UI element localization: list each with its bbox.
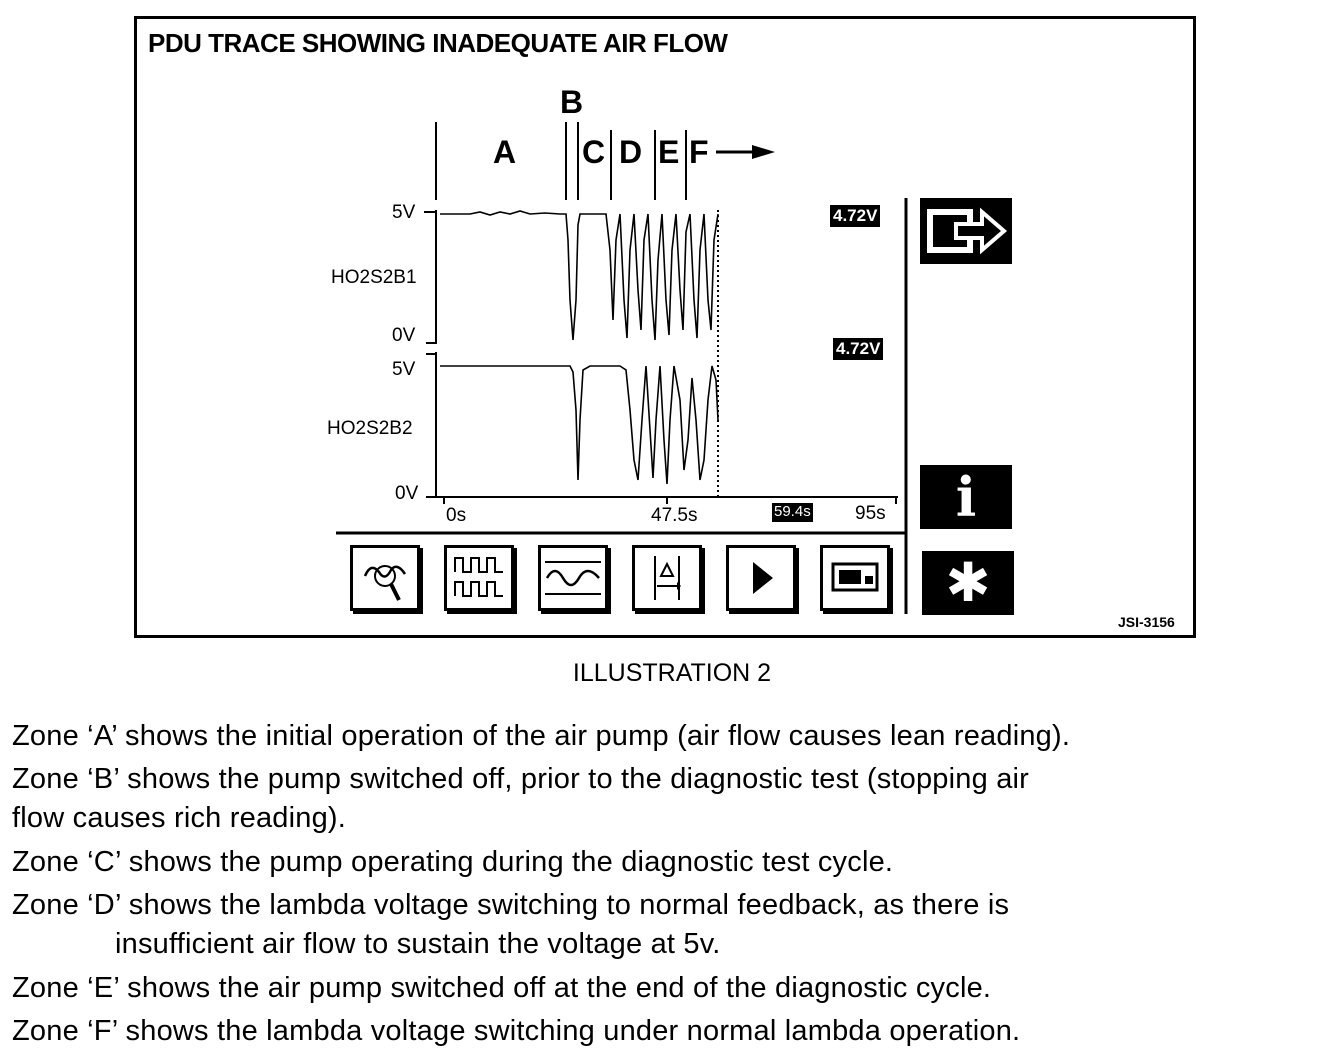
pdu-screen-frame: [134, 16, 1196, 638]
zone-label-b: B: [560, 84, 584, 120]
zone-d-description-cont: insufficient air flow to sustain the vol…: [115, 928, 721, 960]
ch1-bottom-label: 0V: [392, 325, 416, 346]
info-icon[interactable]: i: [920, 465, 1012, 529]
channel2-axis: [426, 352, 898, 504]
ch2-name-label: HO2S2B2: [327, 418, 413, 439]
play-icon[interactable]: [726, 545, 796, 611]
zone-d-description: Zone ‘D’ shows the lambda voltage switch…: [12, 889, 1010, 921]
ch1-readout: 4.72V: [830, 205, 881, 227]
figure-title: PDU TRACE SHOWING INADEQUATE AIR FLOW: [148, 28, 728, 58]
probe-icon[interactable]: [350, 545, 420, 611]
zone-label-e: E: [658, 134, 680, 170]
ch1-top-label: 5V: [392, 202, 416, 223]
zone-a-description: Zone ‘A’ shows the initial operation of …: [12, 720, 1071, 752]
ch1-name-label: HO2S2B1: [331, 267, 417, 288]
exit-icon[interactable]: [920, 198, 1012, 264]
dual-trace-icon[interactable]: [444, 545, 514, 611]
zone-c-description: Zone ‘C’ shows the pump operating during…: [12, 846, 894, 878]
zone-label-c: C: [582, 134, 606, 170]
direction-arrow-icon: [716, 145, 775, 159]
single-trace-icon[interactable]: [538, 545, 608, 611]
zone-label-a: A: [493, 134, 517, 170]
asterisk-icon[interactable]: ✱: [922, 551, 1014, 615]
time-cursor-readout: 59.4s: [772, 503, 813, 522]
display-icon[interactable]: [820, 545, 890, 611]
ho2s2b1-trace: [440, 210, 719, 341]
ho2s2b2-trace: [440, 365, 719, 485]
zone-b-description: Zone ‘B’ shows the pump switched off, pr…: [12, 763, 1030, 795]
ch2-readout: 4.72V: [833, 338, 884, 360]
zone-label-d: D: [619, 134, 643, 170]
scope-trace-graphic: [336, 122, 908, 614]
zone-f-description: Zone ‘F’ shows the lambda voltage switch…: [12, 1015, 1021, 1047]
time-mid-label: 47.5s: [651, 505, 698, 526]
figure-id: JSI-3156: [1118, 614, 1175, 630]
channel1-axis: [424, 210, 437, 344]
zone-b-description-cont: flow causes rich reading).: [12, 802, 347, 834]
time-start-label: 0s: [446, 505, 467, 526]
zone-e-description: Zone ‘E’ shows the air pump switched off…: [12, 972, 992, 1004]
time-end-label: 95s: [855, 503, 886, 524]
ch2-bottom-label: 0V: [395, 483, 419, 504]
zone-label-f: F: [689, 134, 709, 170]
illustration-caption: ILLUSTRATION 2: [572, 659, 772, 687]
ch2-top-label: 5V: [392, 359, 416, 380]
zone-dividers: [435, 122, 687, 200]
cursor-delta-icon[interactable]: [632, 545, 702, 611]
